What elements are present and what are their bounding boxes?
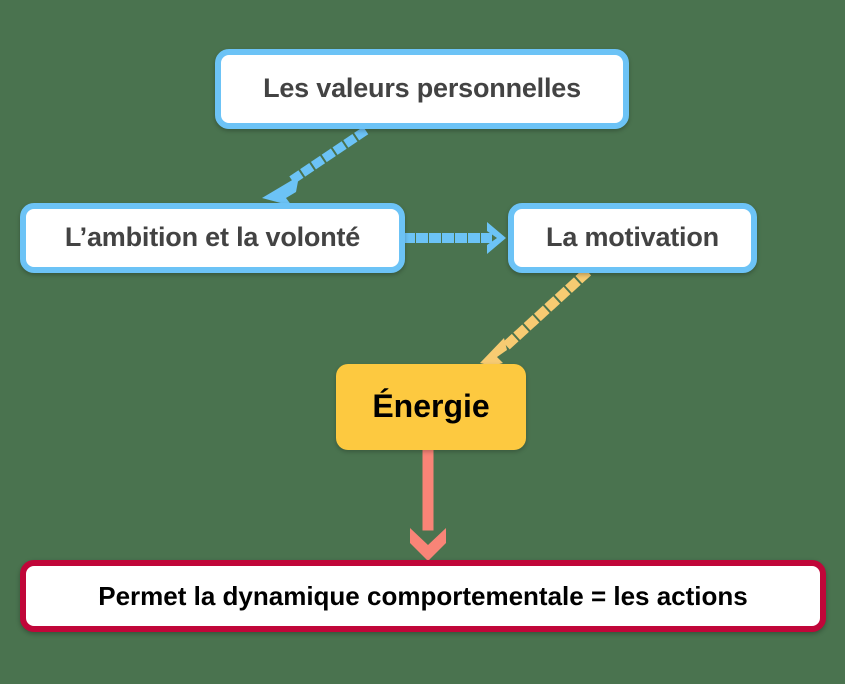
node-les-valeurs-personnelles[interactable]: Les valeurs personnelles xyxy=(215,49,629,129)
node-label: Permet la dynamique comportementale = le… xyxy=(98,580,748,611)
node-label: La motivation xyxy=(546,222,719,253)
node-label: Énergie xyxy=(372,388,490,425)
connector-ambition-to-motivation xyxy=(403,222,506,254)
connector-energie-to-actions xyxy=(410,446,446,561)
node-lambition-et-la-volonte[interactable]: L’ambition et la volonté xyxy=(20,203,405,273)
node-label: Les valeurs personnelles xyxy=(263,73,581,104)
connector-motivation-to-energie xyxy=(480,267,592,366)
node-label: L’ambition et la volonté xyxy=(64,222,361,253)
connector-valeurs-to-ambition xyxy=(262,126,369,206)
node-energie[interactable]: Énergie xyxy=(336,364,526,450)
arrowhead-icon xyxy=(480,338,507,366)
node-permet-la-dynamique-comportementale[interactable]: Permet la dynamique comportementale = le… xyxy=(20,560,826,632)
arrowhead-icon xyxy=(410,528,446,561)
arrowhead-icon xyxy=(262,176,299,206)
node-la-motivation[interactable]: La motivation xyxy=(508,203,757,273)
arrowhead-icon xyxy=(487,222,506,254)
